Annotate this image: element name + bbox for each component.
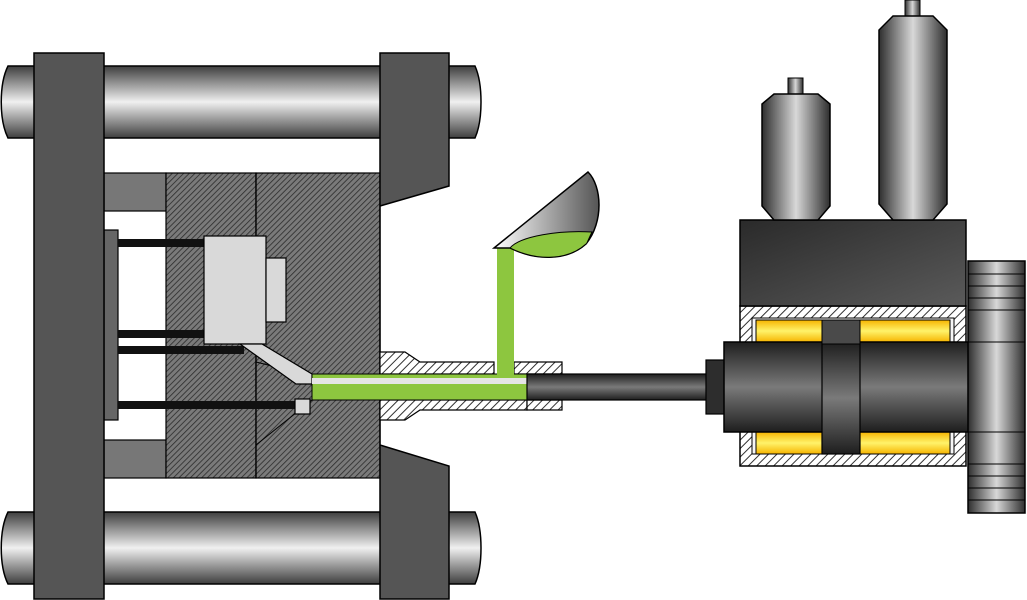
guide-block-top — [103, 172, 167, 212]
plunger-rod — [526, 373, 710, 401]
ladle — [491, 170, 600, 258]
cylinder-end-cap — [967, 260, 1026, 514]
shot-sleeve — [379, 351, 563, 421]
accumulator-small — [761, 77, 831, 221]
molten-metal-shot — [311, 373, 528, 401]
ejector-pins — [118, 239, 298, 409]
moving-platen — [33, 52, 105, 600]
tie-bar-bottom — [0, 511, 482, 585]
ejector-plate — [103, 229, 119, 421]
fixed-die-half — [255, 172, 381, 479]
guide-block-bottom — [103, 439, 167, 479]
plunger-coupling — [705, 359, 727, 415]
stationary-platen — [379, 52, 450, 600]
tie-bar-top — [0, 65, 482, 139]
accumulator-large — [878, 0, 948, 221]
cylinder-block — [739, 219, 967, 307]
molten-metal-pour — [497, 248, 514, 376]
